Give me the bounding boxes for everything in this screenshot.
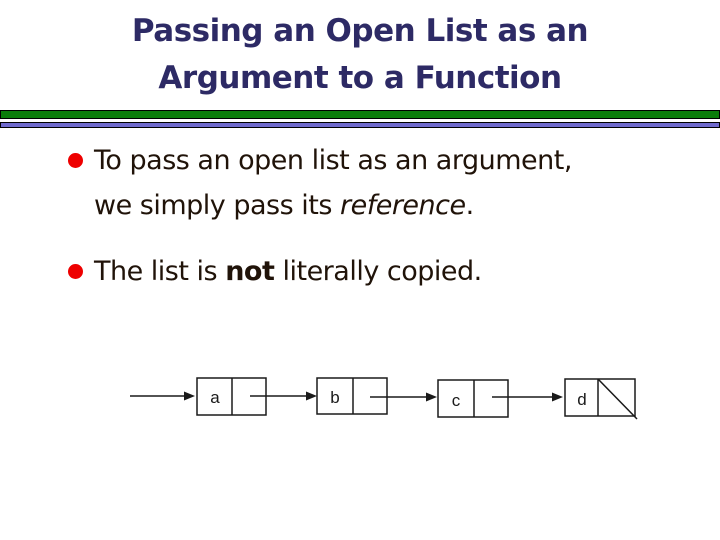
node-d-box xyxy=(564,378,636,417)
slide-title-line-1: Passing an Open List as an xyxy=(131,13,589,49)
bullet-1-text: To pass an open list as an argument, we … xyxy=(94,138,572,228)
arrow-tip xyxy=(552,392,563,402)
bullet-item-1: To pass an open list as an argument, we … xyxy=(68,138,572,228)
pointer-arrow-b-to-c xyxy=(370,392,437,402)
arrow-tip xyxy=(306,391,317,401)
slide-title: Passing an Open List as an Argument to a… xyxy=(0,8,720,102)
bullet-2-prefix: The list is xyxy=(94,256,226,287)
node-c-label: c xyxy=(452,391,461,410)
divider-rule-green xyxy=(0,110,720,119)
node-c-box xyxy=(437,379,509,418)
arrow-tip xyxy=(426,392,437,402)
list-node-c: c xyxy=(437,379,509,418)
node-a-label: a xyxy=(210,388,220,407)
bullet-1-line-2: we simply pass its reference. xyxy=(94,183,572,228)
divider-rule-purple xyxy=(0,122,720,128)
pointer-arrow-c-to-d xyxy=(492,392,563,402)
node-b-label: b xyxy=(330,388,339,407)
list-node-d: d xyxy=(564,378,638,420)
bullet-2-line: The list is not literally copied. xyxy=(94,249,482,294)
linked-list-diagram: a b c d xyxy=(130,377,638,420)
node-d-label: d xyxy=(577,390,586,409)
bullet-2-suffix: literally copied. xyxy=(274,256,482,287)
node-b-box xyxy=(316,377,388,415)
bullet-1-line-1: To pass an open list as an argument, xyxy=(94,145,572,176)
head-arrow-tip xyxy=(184,391,195,401)
null-marker-diagonal xyxy=(597,378,638,420)
pointer-arrow-a-to-b xyxy=(250,391,317,401)
bullet-1-line-2-emphasis: reference xyxy=(340,190,466,221)
bullet-dot-icon xyxy=(68,153,83,168)
list-node-b: b xyxy=(316,377,388,415)
head-pointer-arrow xyxy=(130,391,195,401)
slide-title-line-2: Argument to a Function xyxy=(158,60,562,96)
bullet-1-line-2-suffix: . xyxy=(465,190,475,221)
bullet-2-text: The list is not literally copied. xyxy=(94,249,482,294)
bullet-2-bold: not xyxy=(225,256,275,287)
bullet-1-line-2-prefix: we simply pass its xyxy=(94,190,340,221)
bullet-dot-icon xyxy=(68,264,83,279)
bullet-item-2: The list is not literally copied. xyxy=(68,249,482,294)
